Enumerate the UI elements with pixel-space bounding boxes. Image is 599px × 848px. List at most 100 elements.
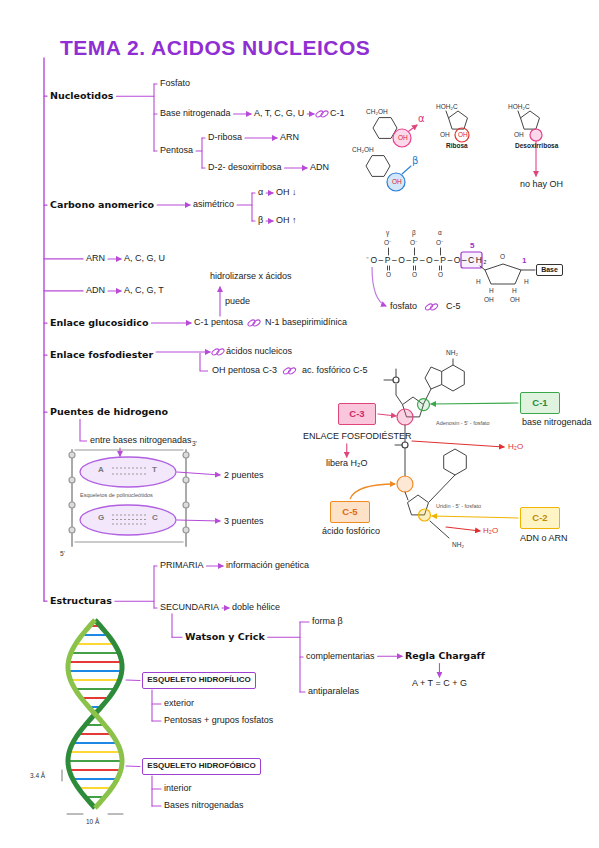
label-text: 1 xyxy=(522,257,526,266)
label-text: asimétrico xyxy=(193,200,234,210)
label-text: O xyxy=(386,271,391,278)
backbone-dot xyxy=(69,527,75,533)
bracket-line xyxy=(300,691,305,692)
label-text: ARN xyxy=(86,254,105,264)
label-text: H xyxy=(524,278,529,285)
label-text: no hay OH xyxy=(520,180,563,190)
bond-line xyxy=(389,266,390,270)
bond-line xyxy=(439,266,440,270)
label-text: 3' xyxy=(192,440,197,447)
label-text: 5' xyxy=(60,550,65,557)
link-icon xyxy=(429,303,438,311)
pair-ellipse xyxy=(80,457,176,487)
atom-dot xyxy=(393,377,399,383)
bracket-line xyxy=(154,150,157,151)
base-pair-rung xyxy=(68,670,122,672)
branch-heading: Enlace fosfodiester xyxy=(50,350,153,360)
base-pair-rung xyxy=(78,787,111,789)
label-text: H₂O xyxy=(483,527,498,536)
branch-tick xyxy=(44,323,47,324)
label-text: α xyxy=(418,113,425,124)
label-text: 10 Å xyxy=(86,818,99,825)
bond-line xyxy=(429,475,455,502)
bracket-line xyxy=(237,204,252,205)
label-text: base nitrogenada xyxy=(522,418,592,428)
bracket-line xyxy=(201,138,202,168)
label-text: T xyxy=(152,466,157,475)
label-text: información genética xyxy=(226,561,309,571)
label-text: OH xyxy=(392,178,402,185)
bond-line xyxy=(413,266,414,270)
drawing-stroke xyxy=(446,111,449,118)
bond-line xyxy=(395,445,402,446)
carbon-box: C-2 xyxy=(520,507,560,529)
bond-line xyxy=(405,448,406,476)
ring-shape xyxy=(485,264,521,284)
base-pair-rung xyxy=(69,769,121,771)
label-text: OH ↑ xyxy=(276,216,297,226)
label-text: α xyxy=(438,229,442,236)
bond-line xyxy=(414,248,415,255)
label-text: OH xyxy=(398,134,408,141)
leader-line xyxy=(402,166,411,174)
label-text: O xyxy=(412,271,417,278)
branch-tick xyxy=(44,96,47,97)
label-text: 5 xyxy=(470,242,474,251)
bracket-line xyxy=(252,192,255,193)
bond-line xyxy=(396,384,403,405)
leader-line xyxy=(346,444,347,457)
label-text: O⁻ xyxy=(384,239,391,246)
label-text: γ xyxy=(386,229,389,236)
label-text: entre bases nitrogenadas xyxy=(90,436,192,446)
page-title: TEMA 2. ACIDOS NUCLEICOS xyxy=(60,36,370,60)
bracket-line xyxy=(152,720,161,721)
label-text: ENLACE FOSFODIÉSTER xyxy=(303,432,412,442)
label-text: D-ribosa xyxy=(208,133,242,143)
label-text: CH₂OH xyxy=(366,108,388,115)
label-text: OH xyxy=(458,131,468,138)
helix-strand xyxy=(68,620,122,808)
highlight-circle xyxy=(418,399,430,411)
label-text: C-1 xyxy=(330,109,345,119)
leader-line xyxy=(350,484,395,499)
base-pair-rung xyxy=(68,661,121,663)
leader-line xyxy=(108,290,121,291)
link-icon xyxy=(216,348,225,356)
label-text: HOH₂C xyxy=(508,103,530,110)
label-text: O xyxy=(500,253,505,260)
leader-line xyxy=(177,472,220,475)
node-text: C-3 xyxy=(349,409,364,419)
highlight-circle xyxy=(530,129,542,141)
highlight-circle xyxy=(455,128,469,142)
dimension-line xyxy=(67,814,83,815)
node-text: C-2 xyxy=(532,513,547,523)
bond-line xyxy=(441,266,442,270)
leader-line xyxy=(222,607,229,608)
label-text: Pentosas + grupos fosfatos xyxy=(164,716,273,726)
leader-line xyxy=(307,113,314,114)
label-text: antiparalelas xyxy=(308,687,359,697)
skeleton-box: ESQUELETO HIDROFÓBICO xyxy=(142,758,261,775)
label-text: Base nitrogenada xyxy=(160,109,231,119)
label-text: 3 puentes xyxy=(224,517,264,527)
ring-shape xyxy=(366,156,390,177)
label-text: OH xyxy=(440,131,450,138)
label-text: HOH₂C xyxy=(436,103,458,110)
leader-line xyxy=(219,287,220,316)
label-text: SECUNDARIA xyxy=(160,603,219,613)
bracket-line xyxy=(251,193,252,221)
leader-line xyxy=(156,351,210,352)
bond-line xyxy=(388,248,389,255)
label-text: C-5 xyxy=(446,302,461,312)
label-text: Pentosa xyxy=(160,146,193,156)
label-text: N-1 basepirimidínica xyxy=(265,318,347,328)
branch-tick xyxy=(44,258,83,259)
bond-line xyxy=(453,359,454,365)
label-text: interior xyxy=(164,784,192,794)
label-text: H xyxy=(489,287,494,294)
base-pair-rung xyxy=(73,778,118,780)
label-text: D-2- desoxirribosa xyxy=(208,163,282,173)
bracket-line xyxy=(202,137,205,138)
branch-heading: Regla Chargaff xyxy=(405,651,485,661)
